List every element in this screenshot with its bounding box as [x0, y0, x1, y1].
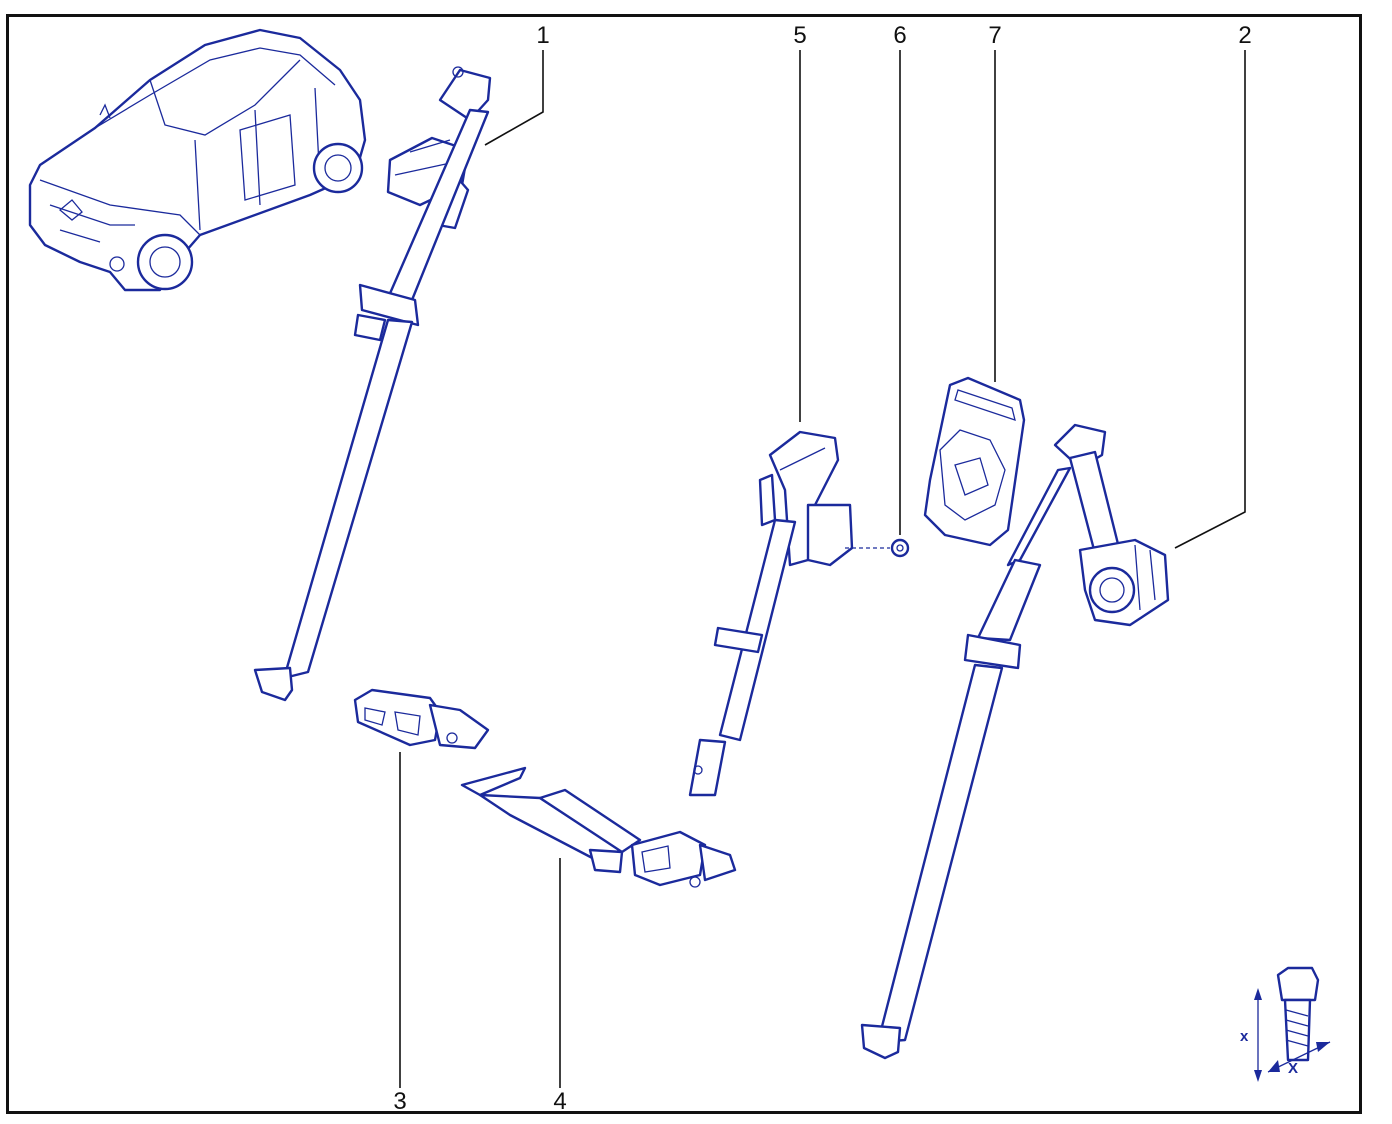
- torque-diameter-label: X: [1288, 1060, 1299, 1077]
- diagram-frame: [6, 14, 1362, 1114]
- callout-5: 5: [793, 22, 807, 49]
- part-7-trim-cover: [923, 376, 1026, 547]
- torque-symbol: [1254, 966, 1331, 1082]
- part-2-rear-seat-belt: [860, 423, 1170, 1060]
- torque-length-label: x: [1240, 1028, 1249, 1045]
- callout-2: 2: [1238, 22, 1252, 49]
- part-5-center-belt-retractor: [688, 430, 854, 797]
- leader-1: [484, 50, 544, 146]
- callout-1: 1: [536, 22, 550, 49]
- callout-7: 7: [988, 22, 1002, 49]
- vehicle-thumbnail: [28, 28, 367, 292]
- callout-4: 4: [553, 1088, 567, 1115]
- leader-2: [1174, 50, 1246, 549]
- part-1-front-seat-belt: [253, 66, 492, 702]
- part-4-center-lap-belt: [460, 766, 737, 888]
- callout-3: 3: [393, 1088, 407, 1115]
- callout-6: 6: [893, 22, 907, 49]
- callout-leader-lines: [399, 50, 1246, 1088]
- part-3-buckle: [353, 688, 490, 750]
- part-6-bolt: [845, 538, 910, 558]
